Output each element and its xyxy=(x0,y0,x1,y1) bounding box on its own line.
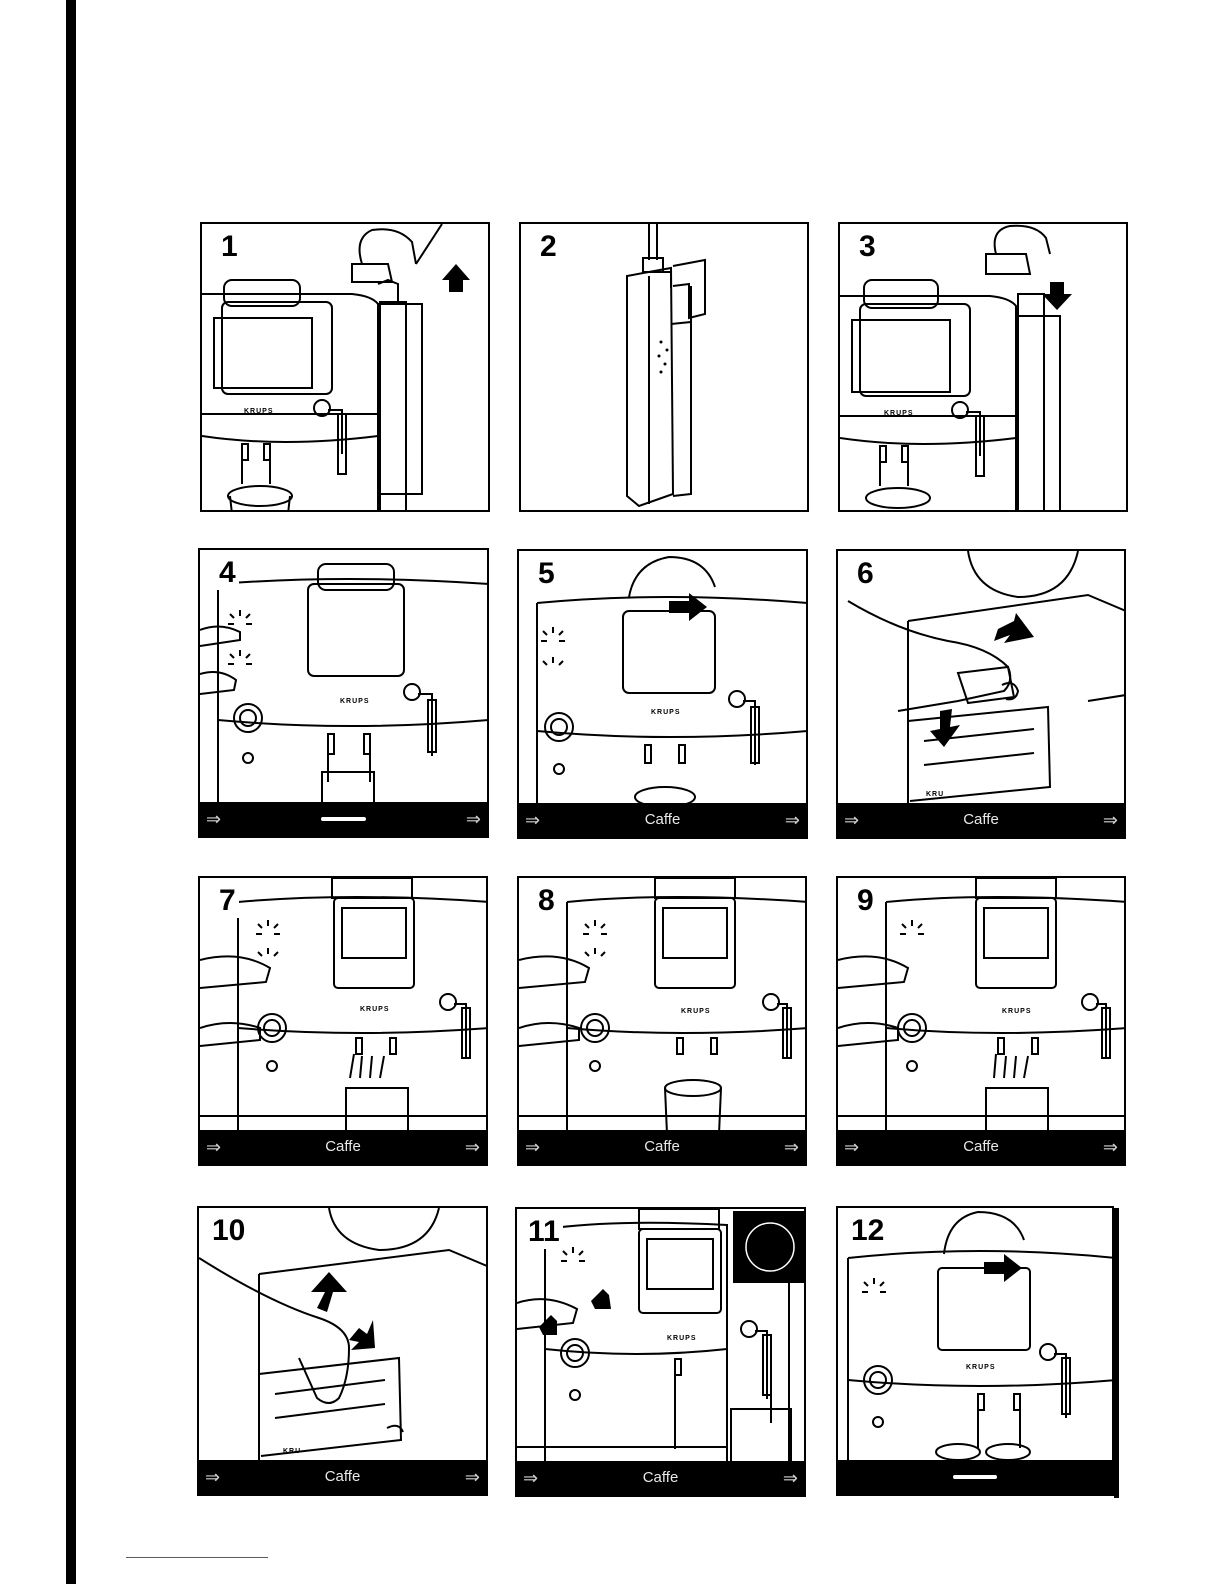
brand-label: KRUPS xyxy=(884,410,914,417)
dash-indicator xyxy=(953,1475,997,1479)
step-number: 2 xyxy=(537,230,560,264)
display-strip: ⇒Caffe⇒ xyxy=(519,1130,805,1164)
display-strip: ⇒Caffe⇒ xyxy=(199,1460,486,1494)
step-number: 8 xyxy=(535,884,558,918)
step-number: 7 xyxy=(216,884,239,918)
step-1-illustration xyxy=(202,224,490,512)
step-8-panel: 8 KRUPS ⇒Caffe⇒ xyxy=(517,876,807,1166)
edge-bar xyxy=(1114,1208,1119,1498)
brand-label: KRUPS xyxy=(340,698,370,705)
step-number: 9 xyxy=(854,884,877,918)
display-label: Caffe xyxy=(519,811,806,828)
display-label: Caffe xyxy=(838,811,1124,828)
dash-indicator xyxy=(321,817,367,821)
step-number: 3 xyxy=(856,230,879,264)
step-5-illustration xyxy=(519,551,808,807)
brand-label: KRUPS xyxy=(966,1364,996,1371)
display-label: Caffe xyxy=(519,1138,805,1155)
step-4-panel: 4 KRUPS ⇒⇒ xyxy=(198,548,489,838)
step-2-panel: 2 xyxy=(519,222,809,512)
step-5-panel: 5 KRUPS ⇒Caffe⇒ xyxy=(517,549,808,839)
display-strip xyxy=(838,1460,1112,1494)
step-9-illustration xyxy=(838,878,1126,1134)
step-2-illustration xyxy=(521,224,809,512)
display-strip: ⇒Caffe⇒ xyxy=(838,803,1124,837)
step-number: 4 xyxy=(216,556,239,590)
display-strip: ⇒Caffe⇒ xyxy=(838,1130,1124,1164)
display-strip: ⇒⇒ xyxy=(200,802,487,836)
step-3-panel: 3 KRUPS xyxy=(838,222,1128,512)
step-number: 6 xyxy=(854,557,877,591)
brand-label: KRUPS xyxy=(681,1008,711,1015)
brand-label: KRUPS xyxy=(360,1006,390,1013)
step-9-panel: 9 KRUPS ⇒Caffe⇒ xyxy=(836,876,1126,1166)
display-label: Caffe xyxy=(517,1469,804,1486)
brand-label: KRUPS xyxy=(667,1335,697,1342)
step-12-panel: 12 KRUPS xyxy=(836,1206,1114,1496)
step-number: 12 xyxy=(848,1214,887,1248)
display-strip: ⇒Caffe⇒ xyxy=(519,803,806,837)
display-label: Caffe xyxy=(200,1138,486,1155)
step-7-illustration xyxy=(200,878,488,1134)
binding-bar xyxy=(66,0,76,1584)
brand-label: KRU xyxy=(926,791,944,798)
display-strip: ⇒Caffe⇒ xyxy=(517,1461,804,1495)
step-11-panel: 11 KRUPS ⇒Caffe⇒ xyxy=(515,1207,806,1497)
step-number: 10 xyxy=(209,1214,248,1248)
display-strip: ⇒Caffe⇒ xyxy=(200,1130,486,1164)
step-4-illustration xyxy=(200,550,489,806)
brand-label: KRU xyxy=(283,1448,301,1455)
step-3-illustration xyxy=(840,224,1128,512)
step-number: 11 xyxy=(525,1215,563,1249)
brand-label: KRUPS xyxy=(651,709,681,716)
step-6-illustration xyxy=(838,551,1126,807)
step-1-panel: 1 KRUPS xyxy=(200,222,490,512)
step-number: 5 xyxy=(535,557,558,591)
step-10-panel: 10 KRU ⇒Caffe⇒ xyxy=(197,1206,488,1496)
brand-label: KRUPS xyxy=(244,408,274,415)
step-number: 1 xyxy=(218,230,241,264)
brand-label: KRUPS xyxy=(1002,1008,1032,1015)
display-label: Caffe xyxy=(199,1468,486,1485)
footnote-rule xyxy=(126,1557,268,1558)
display-label: Caffe xyxy=(838,1138,1124,1155)
step-7-panel: 7 KRUPS ⇒Caffe⇒ xyxy=(198,876,488,1166)
step-6-panel: 6 KRU ⇒Caffe⇒ xyxy=(836,549,1126,839)
step-8-illustration xyxy=(519,878,807,1134)
